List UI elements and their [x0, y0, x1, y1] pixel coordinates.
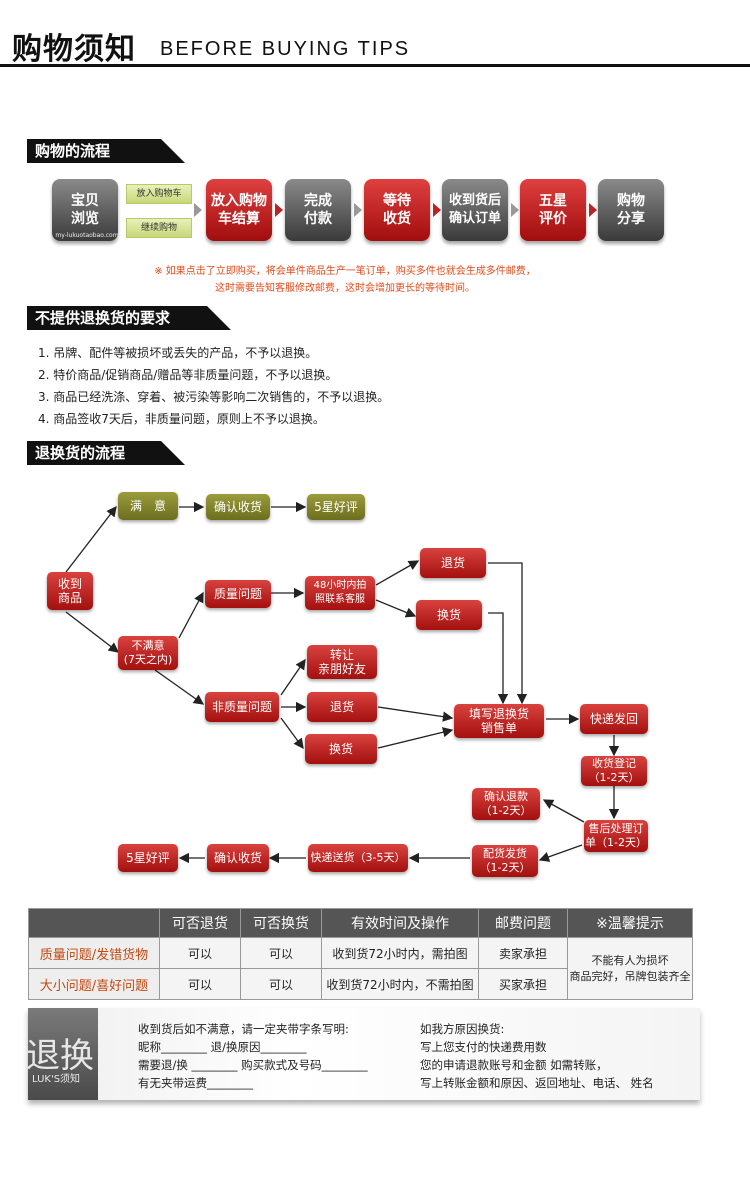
logo-big-text: 退换	[26, 1036, 94, 1076]
table-tip: 不能有人为损坏 商品完好，吊牌包装齐全	[567, 937, 693, 1000]
page-subtitle: BEFORE BUYING TIPS	[160, 38, 411, 60]
flow-unsatisfied: 不满意 (7天之内)	[118, 636, 178, 670]
flow-exchange-2: 换货	[305, 734, 377, 764]
rule-item: 1. 吊牌、配件等被损坏或丢失的产品，不予以退换。	[38, 346, 318, 360]
flow-photo-contact: 48小时内拍 照联系客服	[305, 576, 375, 610]
flow-confirm-receipt-2: 确认收货	[207, 844, 269, 872]
step-browse: 宝贝 浏览	[52, 179, 118, 241]
flow-exchange-1: 换货	[416, 600, 482, 630]
arrow-icon	[354, 203, 362, 217]
footer-right-line: 如我方原因换货:	[420, 1022, 505, 1036]
flow-confirm-refund: 确认退款 （1-2天）	[472, 788, 540, 820]
section-banner-no-return: 不提供退换货的要求	[27, 306, 231, 330]
add-to-cart-label: 放入购物车	[126, 184, 192, 204]
flow-receive-register: 收货登记 （1-2天）	[581, 756, 647, 786]
arrow-icon	[433, 203, 441, 217]
flow-five-star-1: 5星好评	[307, 494, 365, 520]
table-cell: 可以	[240, 937, 322, 969]
table-cell: 可以	[159, 968, 241, 1000]
table-cell: 卖家承担	[478, 937, 568, 969]
arrow-icon	[511, 203, 519, 217]
flow-express-back: 快递发回	[580, 704, 648, 734]
note-line-2: 这时需要告知客服修改邮费，这时会增加更长的等待时间。	[215, 283, 475, 294]
rule-item: 4. 商品签收7天后，非质量问题，原则上不予以退换。	[38, 412, 325, 426]
footer-right-line: 写上转账金额和原因、返回地址、电话、 姓名	[420, 1076, 654, 1090]
flow-deliver: 快递送货（3-5天）	[308, 844, 408, 872]
flow-confirm-receipt-1: 确认收货	[206, 494, 270, 520]
table-cell: 收到货72小时内，需拍图	[321, 937, 479, 969]
arrow-icon	[194, 203, 202, 217]
table-header	[28, 908, 160, 938]
footer-left-line: 昵称________ 退/换原因________	[138, 1040, 307, 1054]
return-note-card: 退换 LUK'S须知 收到货后如不满意，请一定夹带字条写明: 昵称_______…	[26, 1008, 700, 1100]
header-divider	[0, 64, 750, 67]
section-banner-process: 购物的流程	[27, 139, 185, 163]
step-confirm-order: 收到货后 确认订单	[442, 179, 508, 241]
table-header-row: 可否退货 可否换货 有效时间及操作 邮费问题 ※温馨提示	[28, 908, 693, 938]
table-header: 可否换货	[240, 908, 322, 938]
table-cell: 大小问题/喜好问题	[28, 968, 160, 1000]
table-header: 有效时间及操作	[321, 908, 479, 938]
footer-right-line: 您的申请退款账号和金额 如需转账，	[420, 1058, 608, 1072]
return-logo: 退换 LUK'S须知	[26, 1008, 98, 1100]
arrow-icon	[275, 203, 283, 217]
flow-quality-issue: 质量问题	[205, 580, 271, 608]
table-cell: 买家承担	[478, 968, 568, 1000]
step-wait: 等待 收货	[364, 179, 430, 241]
logo-small-text: LUK'S须知	[32, 1074, 81, 1085]
flow-fill-form: 填写退换货 销售单	[454, 704, 544, 738]
table-cell: 收到货72小时内，不需拍图	[321, 968, 479, 1000]
flow-transfer: 转让 亲朋好友	[307, 645, 377, 679]
rule-item: 2. 特价商品/促销商品/赠品等非质量问题，不予以退换。	[38, 368, 338, 382]
table-header: 可否退货	[159, 908, 241, 938]
flow-receive: 收到 商品	[47, 572, 93, 610]
footer-left-line: 有无夹带运费________	[138, 1076, 253, 1090]
step-checkout: 放入购物 车结算	[206, 179, 272, 241]
step-share: 购物 分享	[598, 179, 664, 241]
policy-table: 可否退货 可否换货 有效时间及操作 邮费问题 ※温馨提示 质量问题/发错货物 可…	[28, 908, 693, 1000]
flow-after-sale: 售后处理订 单（1-2天）	[584, 820, 648, 852]
table-cell: 可以	[159, 937, 241, 969]
flow-non-quality-issue: 非质量问题	[205, 692, 279, 722]
flow-five-star-2: 5星好评	[118, 844, 178, 872]
table-row: 质量问题/发错货物 可以 可以 收到货72小时内，需拍图 卖家承担 不能有人为损…	[28, 937, 693, 1000]
section-banner-return-process: 退换货的流程	[27, 441, 185, 465]
flow-ship: 配货发货 （1-2天）	[472, 845, 538, 877]
table-cell: 质量问题/发错货物	[28, 937, 160, 969]
table-header: 邮费问题	[478, 908, 568, 938]
step-pay: 完成 付款	[285, 179, 351, 241]
step-rate: 五星 评价	[520, 179, 586, 241]
flow-refund-2: 退货	[307, 692, 377, 722]
footer-right-line: 写上您支付的快递费用数	[420, 1040, 547, 1054]
note-line-1: ※ 如果点击了立即购买，将会单件商品生产一笔订单，购买多件也就会生成多件邮费，	[154, 266, 536, 277]
flow-satisfied: 满 意	[118, 492, 178, 520]
footer-left-line: 收到货后如不满意，请一定夹带字条写明:	[138, 1022, 349, 1036]
page-title: 购物须知	[12, 32, 136, 67]
arrow-icon	[589, 203, 597, 217]
continue-shopping-label: 继续购物	[126, 218, 192, 238]
footer-left-line: 需要退/换 ________ 购买款式及号码________	[138, 1058, 368, 1072]
flow-refund-1: 退货	[420, 548, 486, 578]
watermark-text: my-lukuotaobao.com	[55, 232, 119, 239]
table-row: 大小问题/喜好问题 可以 可以 收到货72小时内，不需拍图 买家承担	[28, 968, 693, 1000]
table-cell: 可以	[240, 968, 322, 1000]
rule-item: 3. 商品已经洗涤、穿着、被污染等影响二次销售的，不予以退换。	[38, 390, 390, 404]
table-header: ※温馨提示	[567, 908, 693, 938]
